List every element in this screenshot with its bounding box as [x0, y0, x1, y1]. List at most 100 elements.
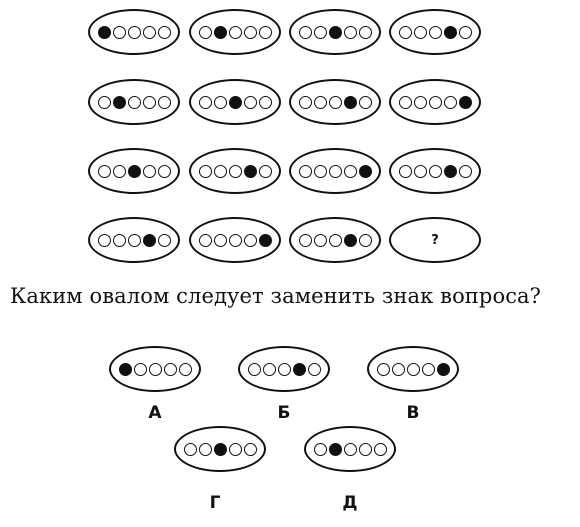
answer-option-label: А	[148, 403, 162, 423]
grid-oval	[289, 79, 381, 125]
empty-dot	[157, 233, 171, 247]
filled-dot	[118, 362, 132, 376]
empty-dot	[398, 164, 412, 178]
answer-option-oval	[174, 426, 266, 472]
empty-dot	[228, 164, 242, 178]
empty-dot	[373, 442, 387, 456]
dot-row	[97, 95, 171, 109]
grid-oval	[189, 9, 281, 55]
dot-row	[398, 25, 472, 39]
dot-row	[118, 362, 192, 376]
answer-option-oval	[304, 426, 396, 472]
unknown-oval: ?	[389, 217, 481, 263]
empty-dot	[112, 164, 126, 178]
filled-dot	[343, 233, 357, 247]
empty-dot	[247, 362, 261, 376]
empty-dot	[428, 25, 442, 39]
empty-dot	[358, 233, 372, 247]
empty-dot	[258, 95, 272, 109]
empty-dot	[157, 164, 171, 178]
grid-oval	[189, 148, 281, 194]
empty-dot	[243, 95, 257, 109]
grid-oval	[389, 148, 481, 194]
dot-row	[198, 233, 272, 247]
empty-dot	[443, 95, 457, 109]
filled-dot	[243, 164, 257, 178]
empty-dot	[406, 362, 420, 376]
empty-dot	[213, 164, 227, 178]
dot-row	[198, 164, 272, 178]
empty-dot	[133, 362, 147, 376]
empty-dot	[307, 362, 321, 376]
filled-dot	[358, 164, 372, 178]
empty-dot	[243, 442, 257, 456]
empty-dot	[112, 233, 126, 247]
empty-dot	[358, 442, 372, 456]
filled-dot	[328, 25, 342, 39]
empty-dot	[127, 25, 141, 39]
filled-dot	[213, 442, 227, 456]
empty-dot	[142, 164, 156, 178]
dot-row	[298, 95, 372, 109]
grid-oval	[88, 79, 180, 125]
dot-row	[298, 25, 372, 39]
empty-dot	[258, 25, 272, 39]
empty-dot	[398, 25, 412, 39]
dot-row	[247, 362, 321, 376]
empty-dot	[313, 95, 327, 109]
grid-oval	[88, 9, 180, 55]
empty-dot	[97, 233, 111, 247]
empty-dot	[313, 233, 327, 247]
empty-dot	[178, 362, 192, 376]
filled-dot	[112, 95, 126, 109]
empty-dot	[198, 442, 212, 456]
grid-oval	[389, 79, 481, 125]
empty-dot	[343, 25, 357, 39]
empty-dot	[298, 233, 312, 247]
answer-option-oval	[109, 346, 201, 392]
empty-dot	[313, 442, 327, 456]
filled-dot	[142, 233, 156, 247]
empty-dot	[198, 233, 212, 247]
filled-dot	[443, 25, 457, 39]
answer-option-label: В	[406, 403, 420, 423]
empty-dot	[127, 95, 141, 109]
empty-dot	[328, 164, 342, 178]
empty-dot	[328, 95, 342, 109]
dot-row	[198, 95, 272, 109]
empty-dot	[213, 233, 227, 247]
empty-dot	[421, 362, 435, 376]
empty-dot	[298, 25, 312, 39]
grid-oval	[189, 217, 281, 263]
empty-dot	[127, 233, 141, 247]
empty-dot	[243, 233, 257, 247]
dot-row	[398, 95, 472, 109]
question-text: Каким овалом следует заменить знак вопро…	[10, 284, 542, 308]
dot-row	[97, 233, 171, 247]
empty-dot	[198, 25, 212, 39]
empty-dot	[258, 164, 272, 178]
empty-dot	[343, 164, 357, 178]
dot-row	[97, 164, 171, 178]
answer-option-oval	[367, 346, 459, 392]
answer-option-label: Д	[342, 493, 358, 513]
answer-option-oval	[238, 346, 330, 392]
empty-dot	[298, 164, 312, 178]
grid-oval	[389, 9, 481, 55]
empty-dot	[413, 95, 427, 109]
dot-row	[298, 164, 372, 178]
empty-dot	[358, 25, 372, 39]
empty-dot	[458, 25, 472, 39]
dot-row	[198, 25, 272, 39]
empty-dot	[228, 25, 242, 39]
filled-dot	[258, 233, 272, 247]
empty-dot	[163, 362, 177, 376]
empty-dot	[142, 25, 156, 39]
filled-dot	[127, 164, 141, 178]
empty-dot	[428, 164, 442, 178]
filled-dot	[228, 95, 242, 109]
answer-option-label: Б	[277, 403, 291, 423]
empty-dot	[376, 362, 390, 376]
filled-dot	[328, 442, 342, 456]
empty-dot	[413, 164, 427, 178]
